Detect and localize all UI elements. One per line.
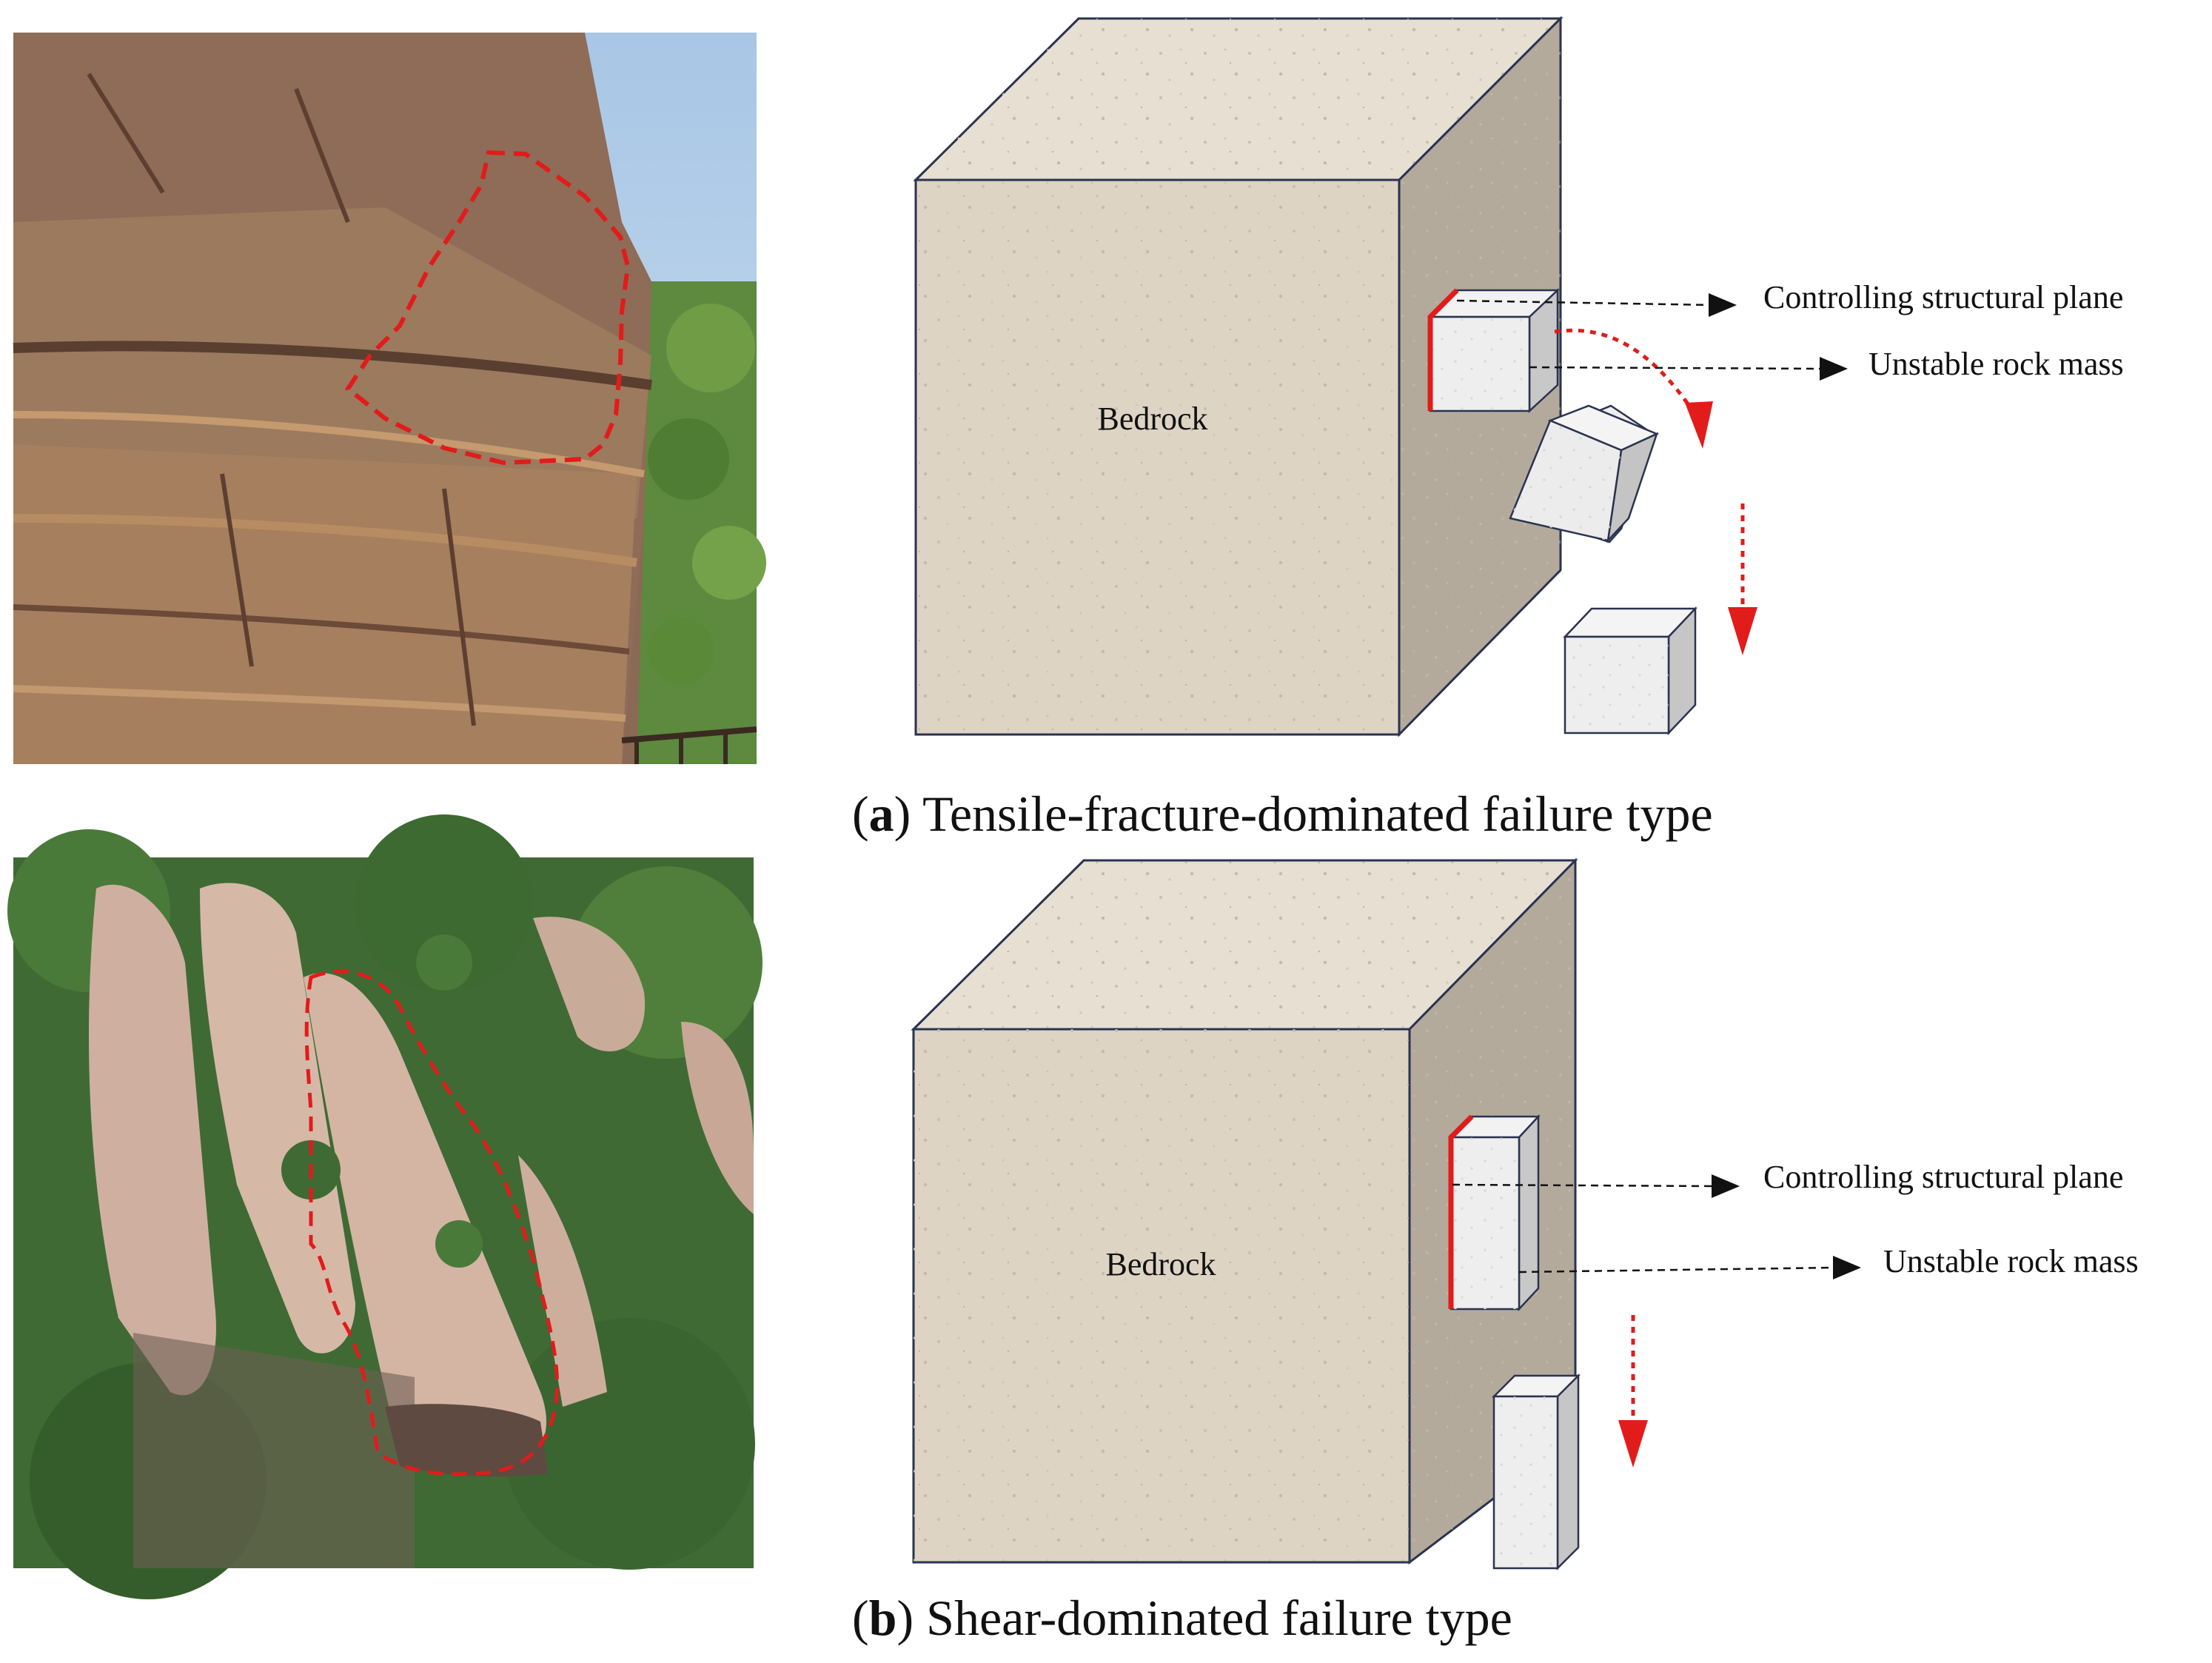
- controlling-plane-line: [1448, 1114, 1474, 1309]
- dashed-outline-icon: [344, 150, 631, 466]
- annotation-controlling-plane: Controlling structural plane: [1763, 279, 2123, 315]
- dashed-outline-icon: [304, 969, 560, 1476]
- fall-arrow-icon: [1728, 607, 1757, 655]
- annotation-unstable-rock: Unstable rock mass: [1869, 346, 2124, 382]
- dashed-arrow-icon: [1529, 366, 1822, 370]
- caption-a: (a) Tensile-fracture-dominated failure t…: [852, 786, 1713, 842]
- unstable-block-attached: [1427, 288, 1561, 413]
- dashed-arrow-icon: [1452, 1183, 1715, 1188]
- fallen-block: [1491, 1373, 1581, 1571]
- fallen-block: [1563, 606, 1697, 736]
- fall-arrow-icon: [1554, 328, 1697, 416]
- dashed-arrow-icon: [1709, 293, 1737, 317]
- dashed-arrow-icon: [1456, 299, 1714, 307]
- fall-arrow-icon: [1685, 401, 1713, 449]
- annotation-unstable-rock: Unstable rock mass: [1883, 1243, 2139, 1279]
- diagram-b: Bedrock Controlling structural plane Uns…: [852, 857, 2139, 1646]
- dashed-arrow-icon: [1833, 1256, 1861, 1279]
- photo-a: [13, 33, 766, 764]
- unstable-block-attached: [1448, 1114, 1541, 1312]
- bedrock-label: Bedrock: [1105, 1246, 1216, 1282]
- bedrock-label: Bedrock: [1097, 401, 1207, 437]
- dashed-arrow-icon: [1712, 1174, 1740, 1198]
- controlling-plane-line: [1427, 288, 1459, 411]
- annotation-controlling-plane: Controlling structural plane: [1763, 1159, 2123, 1195]
- diagram-a: Bedrock: [852, 16, 2124, 842]
- photo-b: [7, 814, 763, 1599]
- dashed-arrow-icon: [1518, 1266, 1837, 1274]
- dashed-arrow-icon: [1820, 357, 1848, 381]
- caption-b: (b) Shear-dominated failure type: [852, 1590, 1512, 1646]
- tumbling-block: [1509, 404, 1660, 543]
- fall-arrow-icon: [1618, 1420, 1648, 1468]
